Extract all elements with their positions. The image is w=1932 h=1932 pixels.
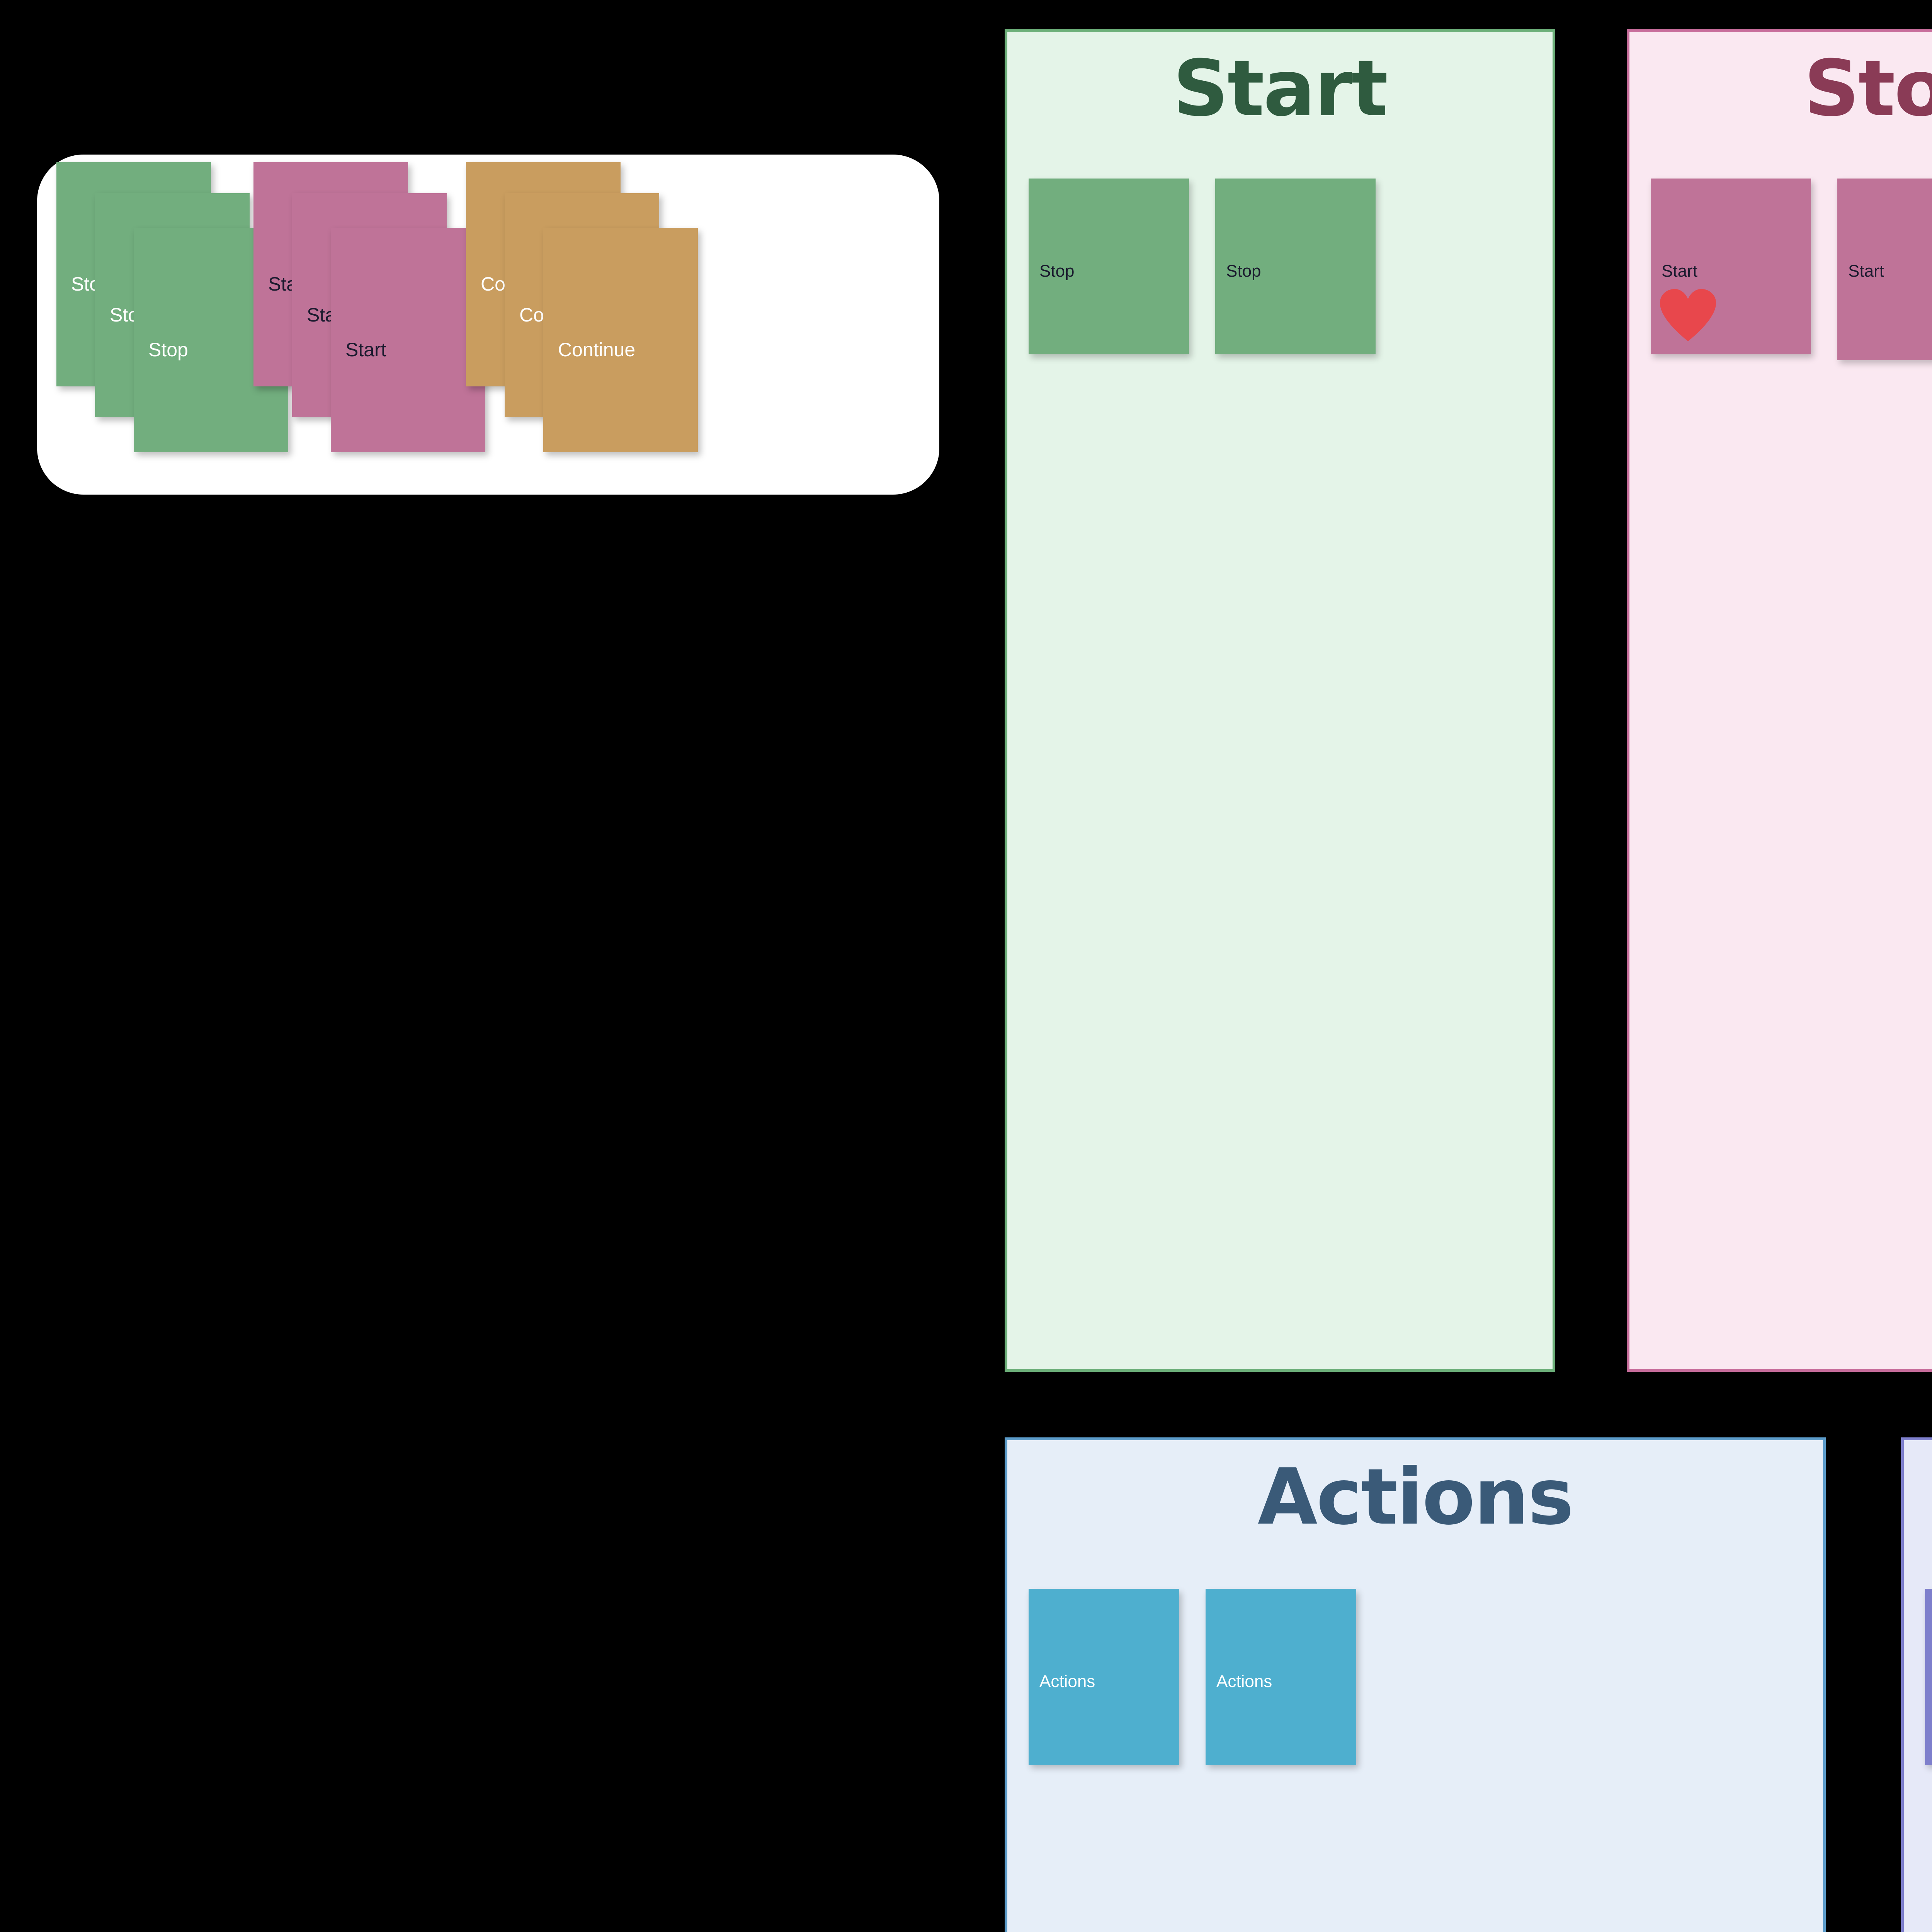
panel-title: Questions: [1904, 1459, 1932, 1536]
sticky-note[interactable]: Questions: [1925, 1589, 1932, 1765]
heart-sticker[interactable]: [1656, 285, 1720, 349]
notes-row: Start Start: [1651, 179, 1932, 360]
panel-title: Start: [1173, 44, 1388, 134]
lightbulb-sticker[interactable]: [1929, 291, 1932, 355]
sticky-note-label: Start: [1848, 262, 1884, 281]
palette-note-label: Stop: [148, 339, 188, 361]
panel-questions[interactable]: QuestionsQuestionsQuestions: [1901, 1437, 1932, 1932]
sticky-note-label: Actions: [1039, 1672, 1095, 1691]
notes-row: Actions Actions: [1029, 1589, 1356, 1765]
sticky-note-label: Actions: [1216, 1672, 1272, 1691]
panel-title: Stop: [1804, 44, 1932, 134]
sticky-note[interactable]: Stop: [1215, 179, 1376, 354]
sticky-note[interactable]: Stop: [1029, 179, 1189, 354]
notes-row: QuestionsQuestions: [1925, 1589, 1932, 1765]
palette-note[interactable]: Continue: [543, 228, 698, 452]
palette-note-label: Start: [345, 339, 386, 361]
sticky-note-label: Stop: [1226, 262, 1261, 281]
sticky-note[interactable]: Actions: [1029, 1589, 1179, 1765]
panel-title: Actions: [1257, 1452, 1574, 1542]
sticky-note-label: Start: [1662, 262, 1697, 281]
sticky-note[interactable]: Start: [1837, 179, 1932, 360]
sticky-note-label: Stop: [1039, 262, 1075, 281]
palette-note[interactable]: Start: [331, 228, 485, 452]
sticky-note[interactable]: Actions: [1206, 1589, 1356, 1765]
notes-row: Stop Stop: [1029, 179, 1376, 354]
palette-note-label: Continue: [558, 339, 636, 361]
sticky-note[interactable]: Start: [1651, 179, 1811, 354]
